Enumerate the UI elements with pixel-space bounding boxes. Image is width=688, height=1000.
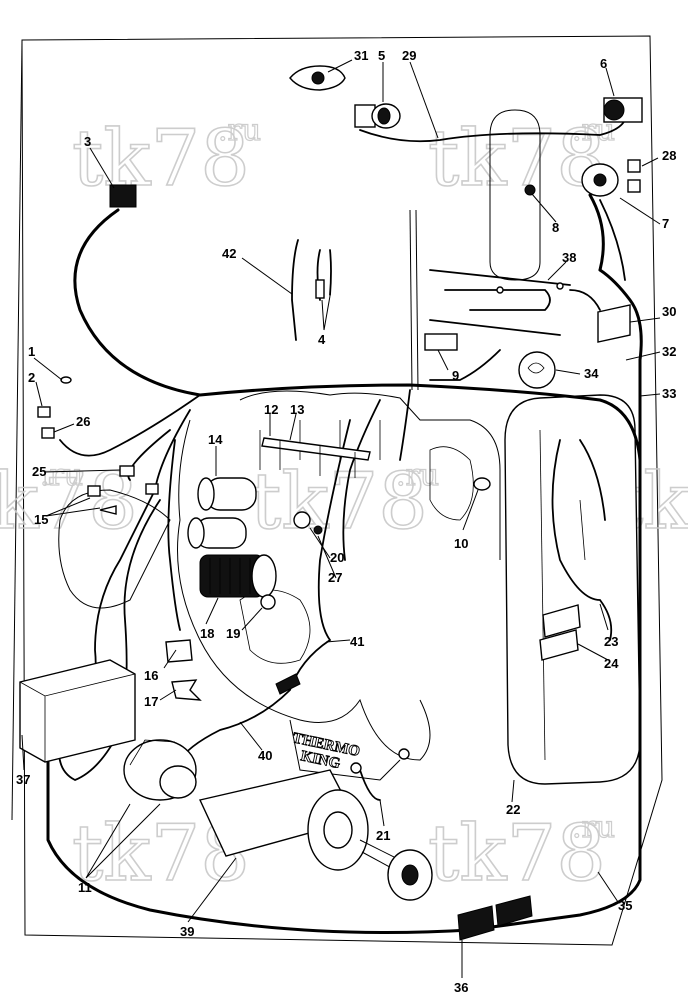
watermark-layer: tk78 .ru tk78 .ru tk78 .ru tk78 .ru tk78… (0, 112, 688, 899)
callout-26: 26 (76, 414, 90, 429)
callout-20: 20 (330, 550, 344, 565)
component-7 (581, 163, 619, 197)
callout-21: 21 (376, 828, 390, 843)
callout-3: 3 (84, 134, 91, 149)
watermark-suffix: .ru (396, 458, 439, 493)
callout-9: 9 (452, 368, 459, 383)
watermark-text: tk78 (250, 457, 428, 547)
callout-13: 13 (290, 402, 304, 417)
callout-39: 39 (180, 924, 194, 939)
watermark-suffix: .ru (40, 458, 83, 493)
component-31 (289, 65, 346, 91)
callout-31: 31 (354, 48, 368, 63)
fuel-tank (504, 394, 641, 785)
component-4-42 (291, 239, 332, 341)
component-37 (19, 659, 136, 763)
component-12-13 (261, 437, 371, 478)
callout-17: 17 (144, 694, 158, 709)
callout-27: 27 (328, 570, 342, 585)
component-14 (197, 477, 257, 511)
component-19 (260, 594, 276, 610)
watermark-suffix: .ru (218, 113, 261, 148)
component-10 (473, 477, 491, 491)
component-20-27 (293, 511, 323, 535)
callout-19: 19 (226, 626, 240, 641)
watermark-suffix: .ru (572, 810, 615, 845)
component-36 (457, 895, 533, 941)
watermark-text: tk78 (428, 114, 606, 204)
component-solenoid-2 (187, 517, 247, 549)
callout-10: 10 (454, 536, 468, 551)
component-8 (524, 184, 536, 196)
component-28 (627, 159, 641, 193)
component-15-25 (87, 465, 159, 515)
callout-29: 29 (402, 48, 416, 63)
component-3 (109, 184, 137, 208)
callout-24: 24 (604, 656, 619, 671)
callout-35: 35 (618, 898, 632, 913)
callout-34: 34 (584, 366, 599, 381)
callout-23: 23 (604, 634, 618, 649)
component-1-2-26 (37, 376, 72, 439)
component-9 (424, 333, 458, 351)
component-16-17 (165, 639, 202, 701)
callout-6: 6 (600, 56, 607, 71)
callout-41: 41 (350, 634, 364, 649)
callout-14: 14 (208, 432, 223, 447)
component-40 (275, 673, 301, 695)
callout-2: 2 (28, 370, 35, 385)
callout-18: 18 (200, 626, 214, 641)
callout-37: 37 (16, 772, 30, 787)
watermark-text: tk78 (72, 114, 250, 204)
component-11 (123, 739, 197, 801)
callout-32: 32 (662, 344, 676, 359)
callout-33: 33 (662, 386, 676, 401)
component-5 (354, 103, 401, 129)
watermark-text: tk78 (428, 809, 606, 899)
component-24 (539, 604, 581, 661)
component-34 (518, 351, 556, 389)
component-21 (350, 748, 410, 774)
callout-7: 7 (662, 216, 669, 231)
component-38 (429, 269, 571, 336)
callout-22: 22 (506, 802, 520, 817)
unit-frame-outline (11, 35, 663, 946)
component-6 (603, 97, 643, 123)
callout-30: 30 (662, 304, 676, 319)
callout-8: 8 (552, 220, 559, 235)
callout-15: 15 (34, 512, 48, 527)
callout-11: 11 (78, 880, 92, 895)
leader-lines (21, 59, 661, 978)
callout-38: 38 (562, 250, 576, 265)
callout-16: 16 (144, 668, 158, 683)
callout-12: 12 (264, 402, 278, 417)
callout-28: 28 (662, 148, 676, 163)
callout-36: 36 (454, 980, 468, 995)
callout-25: 25 (32, 464, 46, 479)
callout-1: 1 (28, 344, 35, 359)
callout-4: 4 (318, 332, 326, 347)
callout-5: 5 (378, 48, 385, 63)
callout-labels: 31 5 29 6 3 28 7 8 42 38 4 30 32 1 9 34 … (16, 48, 676, 995)
component-39 (199, 769, 433, 901)
callout-40: 40 (258, 748, 272, 763)
callout-42: 42 (222, 246, 236, 261)
component-18 (199, 554, 277, 598)
component-30 (597, 304, 631, 343)
